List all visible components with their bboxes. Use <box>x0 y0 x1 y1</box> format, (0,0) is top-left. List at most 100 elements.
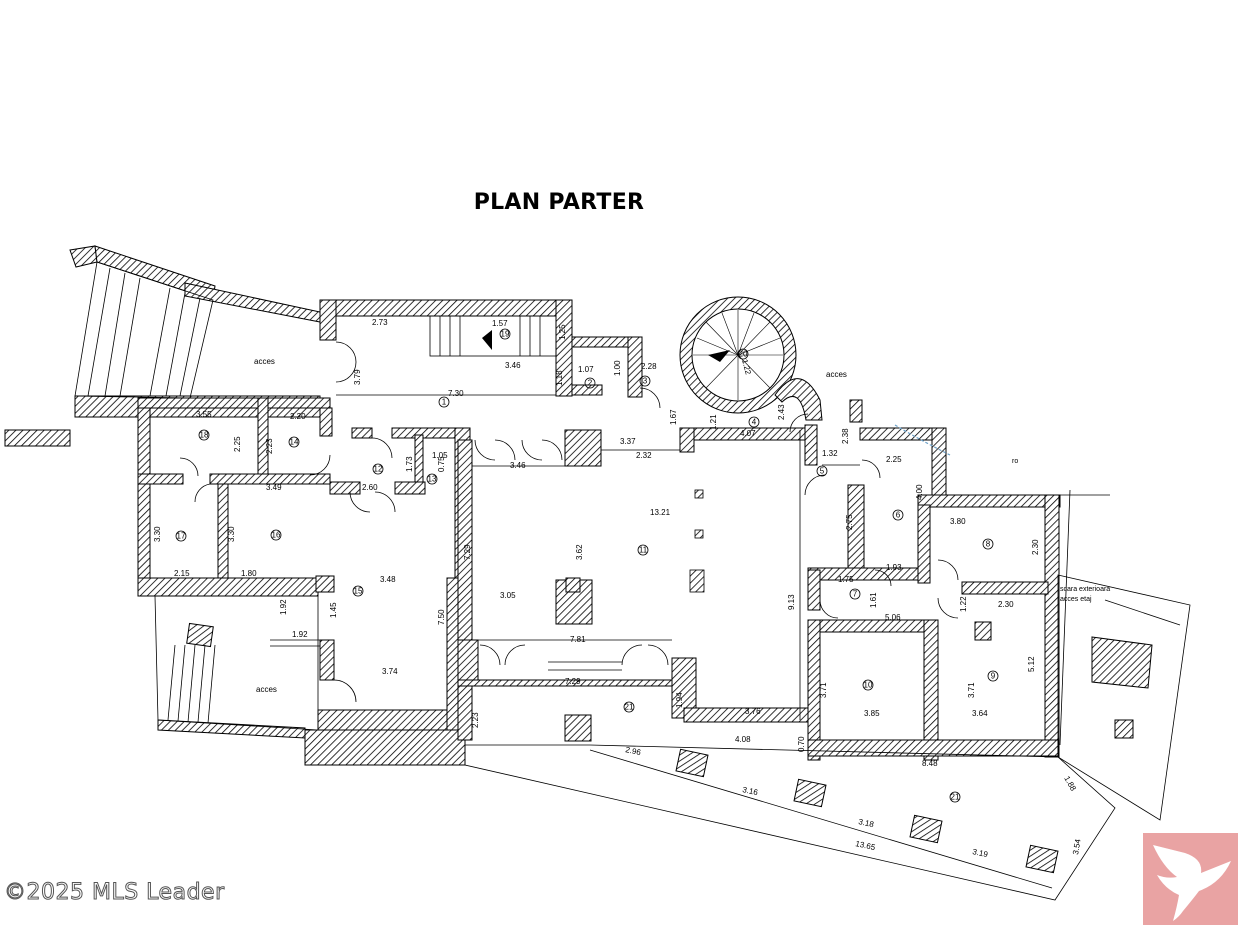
dim: 2.43 <box>777 404 786 420</box>
dim: 1.07 <box>578 365 594 374</box>
room-number: 8 <box>986 540 991 549</box>
dim: 1.57 <box>492 319 508 328</box>
dim: 1.61 <box>869 592 878 608</box>
dim: 3.55 <box>196 410 212 419</box>
room-number: 11 <box>639 546 648 555</box>
dim: 4.08 <box>735 735 751 744</box>
dim: 2.25 <box>233 436 242 452</box>
dim: 3.18 <box>858 817 876 829</box>
dim: 3.85 <box>864 709 880 718</box>
dim: 4.07 <box>740 429 756 438</box>
thin-lines <box>74 261 1191 901</box>
dim: 2.32 <box>636 451 652 460</box>
dim: 1.88 <box>1062 775 1078 793</box>
dim: 1.93 <box>886 563 902 572</box>
dim: 3.48 <box>380 575 396 584</box>
room-number: 10 <box>864 681 873 690</box>
dim: 2.30 <box>1031 539 1040 555</box>
dim: 3.62 <box>575 544 584 560</box>
dim: 1.05 <box>432 451 448 460</box>
dim: 1.80 <box>241 569 257 578</box>
dim: 1.22 <box>959 596 968 612</box>
dim: 7.29 <box>565 677 581 686</box>
room-number: 21 <box>625 703 634 712</box>
label-ro: ro <box>1012 458 1018 465</box>
room-number: 21 <box>951 793 960 802</box>
room-number: 19 <box>501 330 510 339</box>
label-acces-etaj: acces etaj <box>1060 596 1092 603</box>
dim: 13.21 <box>650 508 671 517</box>
label-acces-bottom: acces <box>256 685 277 694</box>
dim: 1.32 <box>822 449 838 458</box>
dim: 3.46 <box>510 461 526 470</box>
dim: 7.81 <box>570 635 586 644</box>
room-number: 17 <box>177 532 186 541</box>
dim: 3.46 <box>505 361 521 370</box>
dim: 2.38 <box>841 428 850 444</box>
dim: 13.65 <box>855 839 877 852</box>
brand-logo-icon <box>1143 833 1238 925</box>
text-labels: acces acces acces scara exterioara acces… <box>254 357 1110 694</box>
dim: 2.15 <box>174 569 190 578</box>
dim: 8.48 <box>922 759 938 768</box>
room-number: 12 <box>374 465 383 474</box>
dim: 3.80 <box>950 517 966 526</box>
dim: 3.54 <box>1071 838 1083 855</box>
dim: 2.23 <box>265 438 274 454</box>
dim: 7.50 <box>437 609 446 625</box>
room-number: 4 <box>752 418 757 427</box>
room-number: 1 <box>442 398 447 407</box>
dim: 1.75 <box>838 575 854 584</box>
dim: 3.30 <box>227 526 236 542</box>
dim: 5.12 <box>1027 656 1036 672</box>
room-number: 20 <box>739 350 748 359</box>
dim: 1.67 <box>669 409 678 425</box>
dim: 3.79 <box>353 369 362 385</box>
room-number: 14 <box>290 438 299 447</box>
room-number: 2 <box>588 379 593 388</box>
dim: 1.94 <box>675 692 684 708</box>
room-number: 5 <box>820 467 825 476</box>
dim: 2.28 <box>641 362 657 371</box>
dim: 3.71 <box>819 682 828 698</box>
dim: 2.73 <box>372 318 388 327</box>
dim: 7.30 <box>448 389 464 398</box>
dim: 1.73 <box>405 456 414 472</box>
dim: 1.25 <box>558 324 567 340</box>
dim: 2.30 <box>998 600 1014 609</box>
room-number: 18 <box>200 431 209 440</box>
dim: 1.21 <box>709 414 718 430</box>
dim: 1.18 <box>555 370 564 386</box>
dim: 4.00 <box>915 484 924 500</box>
dim: 2.96 <box>625 745 643 757</box>
dim: 2.23 <box>471 712 480 728</box>
room-number: 13 <box>428 475 437 484</box>
plan-title: PLAN PARTER <box>473 190 645 215</box>
dim: 1.22 <box>740 358 753 376</box>
label-acces-left: acces <box>254 357 275 366</box>
dim: 7.29 <box>463 544 472 560</box>
room-number: 16 <box>272 531 281 540</box>
walls <box>4 245 1153 874</box>
dim: 2.25 <box>886 455 902 464</box>
dim: 9.13 <box>787 594 796 610</box>
dim: 5.06 <box>885 613 901 622</box>
dim: 3.74 <box>382 667 398 676</box>
dim: 3.19 <box>972 847 990 859</box>
room-number: 3 <box>643 377 648 386</box>
dim: 3.76 <box>745 707 761 716</box>
dim: 2.20 <box>290 412 306 421</box>
dim: 3.64 <box>972 709 988 718</box>
dim: 1.92 <box>292 630 308 639</box>
dim: 1.00 <box>613 360 622 376</box>
label-acces-top: acces <box>826 370 847 379</box>
dim: 1.45 <box>329 602 338 618</box>
dim: 0.75 <box>437 456 446 472</box>
room-number: 6 <box>896 511 901 520</box>
label-scara-exterioara: scara exterioara <box>1060 586 1110 593</box>
dim: 1.92 <box>279 599 288 615</box>
dim: 3.37 <box>620 437 636 446</box>
dim: 3.49 <box>266 483 282 492</box>
room-number: 7 <box>853 590 858 599</box>
